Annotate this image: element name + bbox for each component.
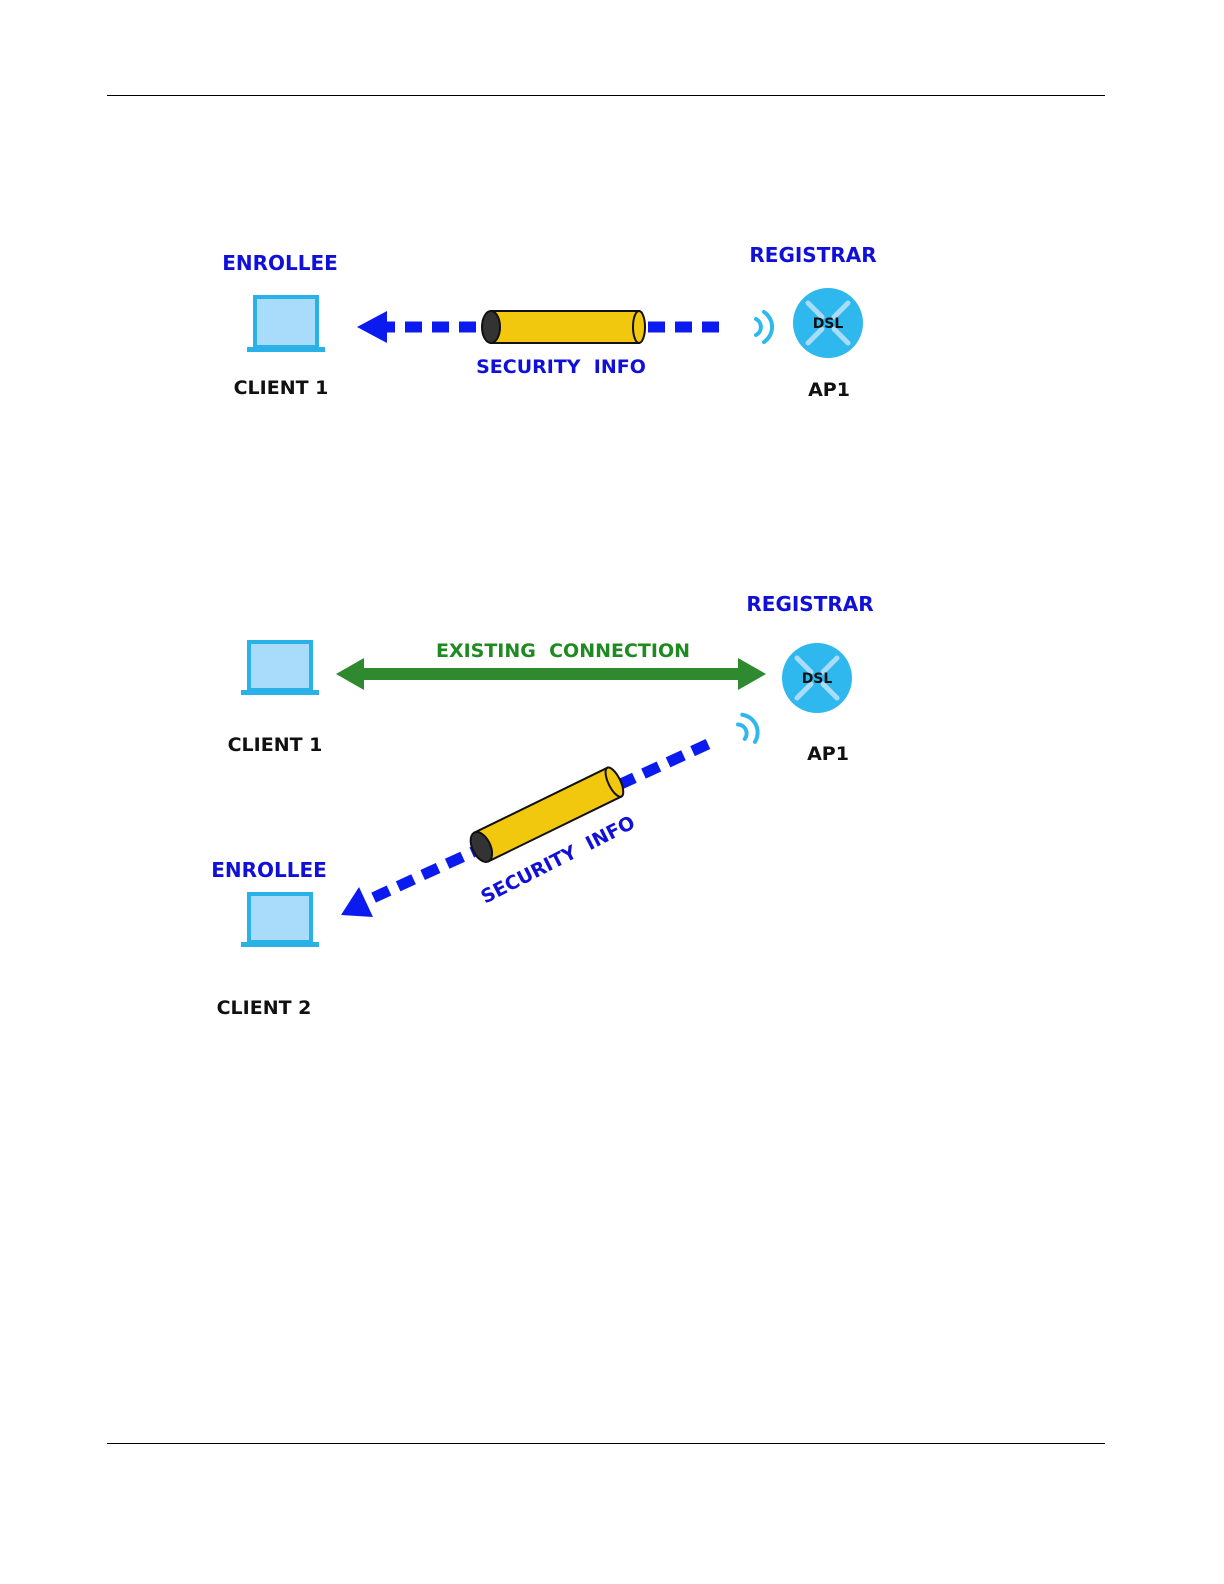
- diagram-registrar-enrollee: ENROLLEE CLIENT 1 SECURITY INFO REGISTRA…: [0, 230, 1224, 420]
- registrar-label: REGISTRAR: [746, 592, 873, 616]
- ap-label: AP1: [808, 379, 850, 401]
- wireless-signal-icon: [756, 312, 772, 342]
- client1-label: CLIENT 1: [228, 734, 323, 756]
- security-tube-icon: [466, 765, 627, 865]
- enrollee-label: ENROLLEE: [222, 251, 338, 275]
- enrollee-label: ENROLLEE: [211, 858, 327, 882]
- client2-label: CLIENT 2: [217, 997, 312, 1019]
- router-icon: DSL: [782, 643, 852, 713]
- security-info-label: SECURITY INFO: [476, 356, 646, 378]
- existing-connection-label: EXISTING CONNECTION: [436, 640, 690, 662]
- ap-label: AP1: [807, 743, 849, 765]
- diagram-existing-connection: REGISTRAR EXISTING CONNECTION DSL CLIENT…: [0, 585, 1224, 1030]
- footer-rule: [107, 1443, 1105, 1444]
- laptop-icon: [247, 297, 325, 352]
- registrar-label: REGISTRAR: [749, 243, 876, 267]
- wireless-signal-icon: [735, 711, 762, 745]
- router-dsl-text: DSL: [813, 316, 844, 332]
- security-tube-icon: [482, 311, 645, 343]
- laptop-icon: [241, 642, 319, 695]
- laptop-icon: [241, 894, 319, 947]
- router-dsl-text: DSL: [802, 671, 833, 687]
- double-arrow: [336, 658, 766, 690]
- header-rule: [107, 95, 1105, 96]
- router-icon: DSL: [793, 288, 863, 358]
- client-label: CLIENT 1: [234, 377, 329, 399]
